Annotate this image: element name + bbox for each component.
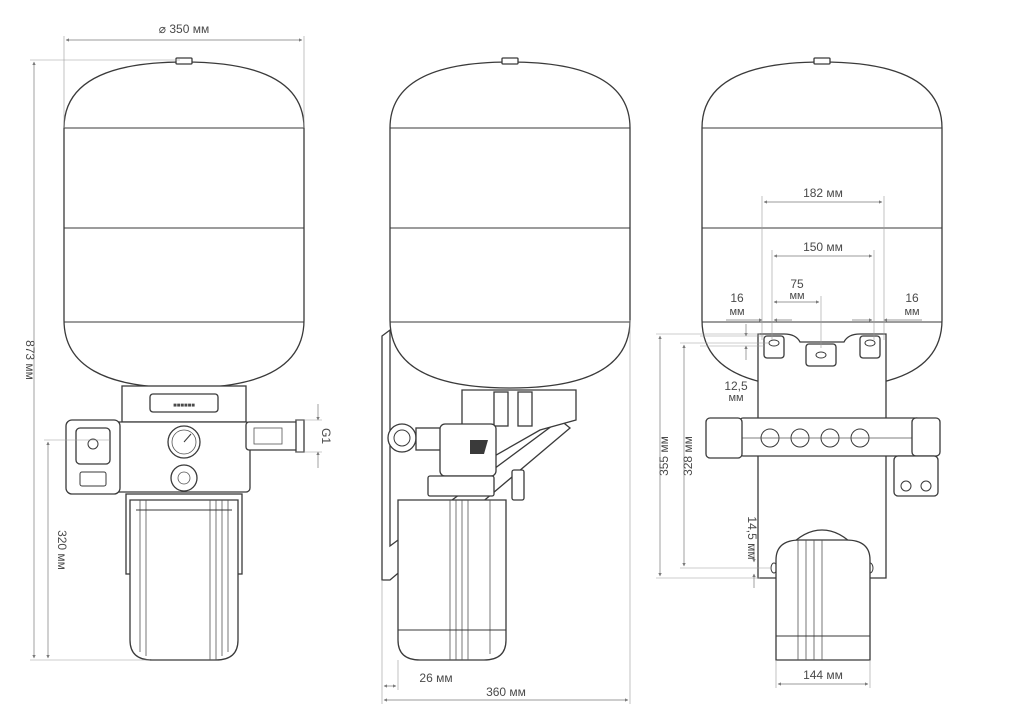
front-tank	[63, 61, 305, 389]
dim-back-75-unit: мм	[789, 290, 804, 302]
side-inlet-coupling	[387, 423, 417, 453]
dim-side-depth: 360 мм	[486, 685, 526, 699]
dim-back-16-right-num: 16	[905, 291, 919, 305]
dim-back-12-5-unit: мм	[728, 392, 743, 404]
dim-front-diameter: ⌀ 350 мм	[159, 22, 209, 36]
side-dimensions: 26 мм 360 мм	[381, 320, 631, 704]
dim-side-offset: 26 мм	[419, 671, 452, 685]
dim-front-height: 873 мм	[23, 340, 37, 380]
dim-back-182: 182 мм	[803, 186, 843, 200]
front-dimensions: ⌀ 350 мм 873 мм 320 мм G1	[23, 22, 333, 661]
back-view	[701, 57, 943, 661]
dim-back-355: 355 мм	[657, 436, 671, 476]
side-view	[381, 57, 631, 661]
dim-back-16-left-num: 16	[730, 291, 744, 305]
back-filter-bowl	[775, 539, 871, 661]
back-tank	[701, 61, 943, 389]
dim-front-filter-height: 320 мм	[55, 530, 69, 570]
side-control-box	[439, 423, 497, 477]
front-pressure-switch	[170, 464, 198, 492]
front-logo-mark: ■■■■■■	[173, 403, 195, 409]
dim-back-14-5: 14,5 мм	[745, 516, 759, 559]
dim-back-16-right-unit: мм	[904, 306, 919, 318]
side-tank	[389, 61, 631, 389]
dim-back-328: 328 мм	[681, 436, 695, 476]
back-dimensions: 182 мм 150 мм 75 мм 16 мм 16 мм 12,5 мм …	[656, 186, 922, 688]
side-filter-bowl	[397, 499, 507, 661]
dim-front-thread: G1	[319, 428, 333, 444]
dim-back-144: 144 мм	[803, 668, 843, 682]
dim-back-150: 150 мм	[803, 240, 843, 254]
front-view: ■■■■■■	[63, 57, 305, 661]
dim-back-75-num: 75	[790, 277, 804, 291]
dim-back-16-left-unit: мм	[729, 306, 744, 318]
back-manifold	[739, 417, 921, 457]
dim-back-12-5-num: 12,5	[724, 379, 748, 393]
back-outlet-fitting	[893, 455, 939, 497]
